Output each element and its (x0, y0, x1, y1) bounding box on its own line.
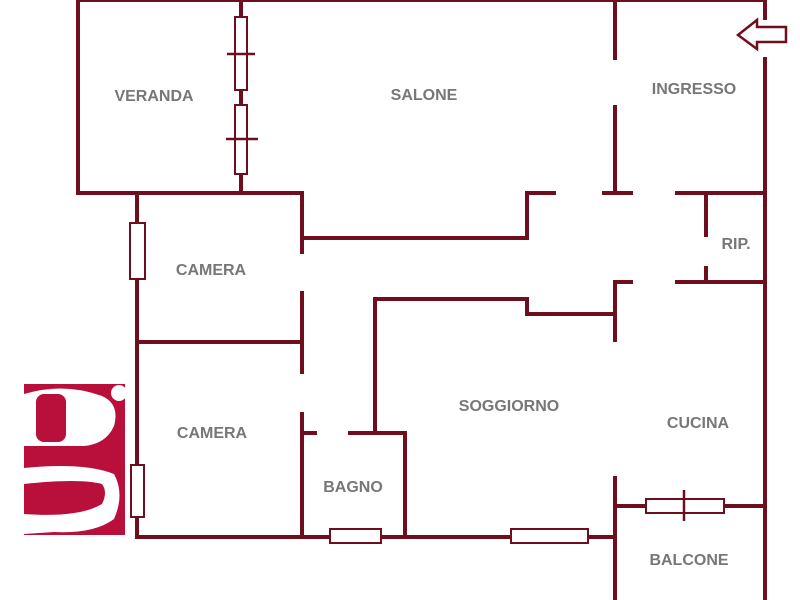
room-label-bagno: BAGNO (323, 479, 383, 496)
room-label-veranda: VERANDA (114, 88, 194, 105)
window-soggiorno (510, 528, 589, 544)
entrance-arrow-icon (735, 17, 788, 52)
room-label-rip: RIP. (721, 236, 751, 253)
window-bagno (329, 528, 382, 544)
room-label-camera-1: CAMERA (175, 262, 247, 279)
room-label-balcone: BALCONE (649, 552, 729, 569)
room-label-soggiorno: SOGGIORNO (458, 398, 560, 415)
room-label-ingresso: INGRESSO (651, 81, 737, 98)
g-logo-icon (24, 384, 125, 535)
room-label-salone: SALONE (390, 87, 458, 104)
room-label-cucina: CUCINA (666, 415, 730, 432)
windows (129, 16, 725, 544)
room-label-camera-2: CAMERA (176, 425, 248, 442)
window-camera-2 (130, 464, 145, 518)
window-camera-1 (129, 222, 146, 280)
